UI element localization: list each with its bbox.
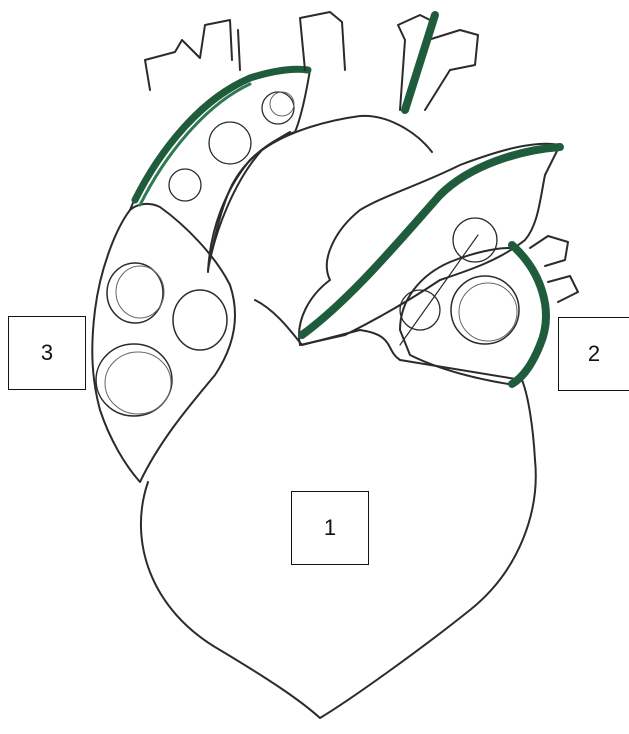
label-box-2: 2 <box>558 317 629 391</box>
vessel-opening <box>262 92 294 124</box>
arch-branch-highlight <box>405 15 435 110</box>
pulmonary-trunk-outline <box>299 144 560 345</box>
vein-opening <box>116 266 164 318</box>
superior-vessel-highlight <box>135 69 308 200</box>
superior-vessel-highlight-2 <box>140 84 250 205</box>
vessel-opening <box>270 92 294 116</box>
vessel-opening <box>169 169 201 201</box>
vein-opening <box>451 276 519 344</box>
pulmonary-trunk-highlight <box>302 147 560 335</box>
vein-opening <box>173 290 227 350</box>
heart-outline <box>141 116 536 718</box>
vein-opening <box>107 263 163 323</box>
vein-opening <box>459 283 517 341</box>
label-3-text: 3 <box>41 340 53 366</box>
vein-opening <box>105 352 171 414</box>
label-2-text: 2 <box>588 341 600 367</box>
pulmonary-vein-stubs <box>530 236 578 302</box>
vessel-opening <box>209 122 251 164</box>
vein-opening <box>400 290 440 330</box>
label-box-1: 1 <box>291 491 369 565</box>
label-1-text: 1 <box>324 515 336 541</box>
crossing-line <box>400 235 478 345</box>
label-box-3: 3 <box>8 316 86 390</box>
